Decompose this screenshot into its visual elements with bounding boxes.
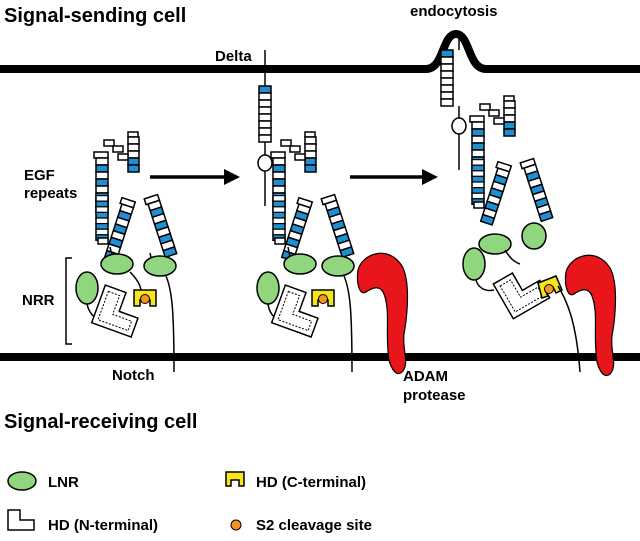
endocytosis-label: endocytosis xyxy=(410,3,498,20)
legend-hd-n-swatch xyxy=(7,509,35,531)
egf-label-line2: repeats xyxy=(24,185,77,202)
legend-s2-swatch xyxy=(230,519,242,531)
arrow-1 xyxy=(150,169,240,185)
sending-cell-label: Signal-sending cell xyxy=(4,5,186,27)
arrow-2 xyxy=(350,169,438,185)
notch-panel-2 xyxy=(256,132,355,373)
legend-hd-n-label: HD (N-terminal) xyxy=(48,517,158,534)
legend-lnr-label: LNR xyxy=(48,474,79,491)
lnr-1 xyxy=(100,253,134,275)
notch-label: Notch xyxy=(112,367,155,384)
legend-s2-label: S2 cleavage site xyxy=(256,517,372,534)
receiving-cell-label: Signal-receiving cell xyxy=(4,411,197,433)
delta-panel-3 xyxy=(440,36,467,170)
adam-label-line2: protease xyxy=(403,387,466,404)
nrr-bracket xyxy=(65,257,72,345)
legend: LNR HD (N-terminal) HD (C-terminal) S2 c… xyxy=(7,471,372,534)
notch-panel-3 xyxy=(462,96,581,373)
lnr-3 xyxy=(75,271,99,305)
lnr-2 xyxy=(143,255,177,277)
legend-lnr-swatch xyxy=(7,471,37,491)
adam-label-line1: ADAM xyxy=(403,368,448,385)
s2-site xyxy=(140,294,150,304)
notch-panel-1 xyxy=(75,132,177,373)
egf-label-line1: EGF xyxy=(24,167,55,184)
nrr-label: NRR xyxy=(22,292,55,309)
sending-membrane xyxy=(0,29,640,73)
legend-hd-c-label: HD (C-terminal) xyxy=(256,474,366,491)
delta-label: Delta xyxy=(215,48,252,65)
delta-panel-2 xyxy=(257,50,273,206)
legend-hd-c-swatch xyxy=(225,471,245,487)
